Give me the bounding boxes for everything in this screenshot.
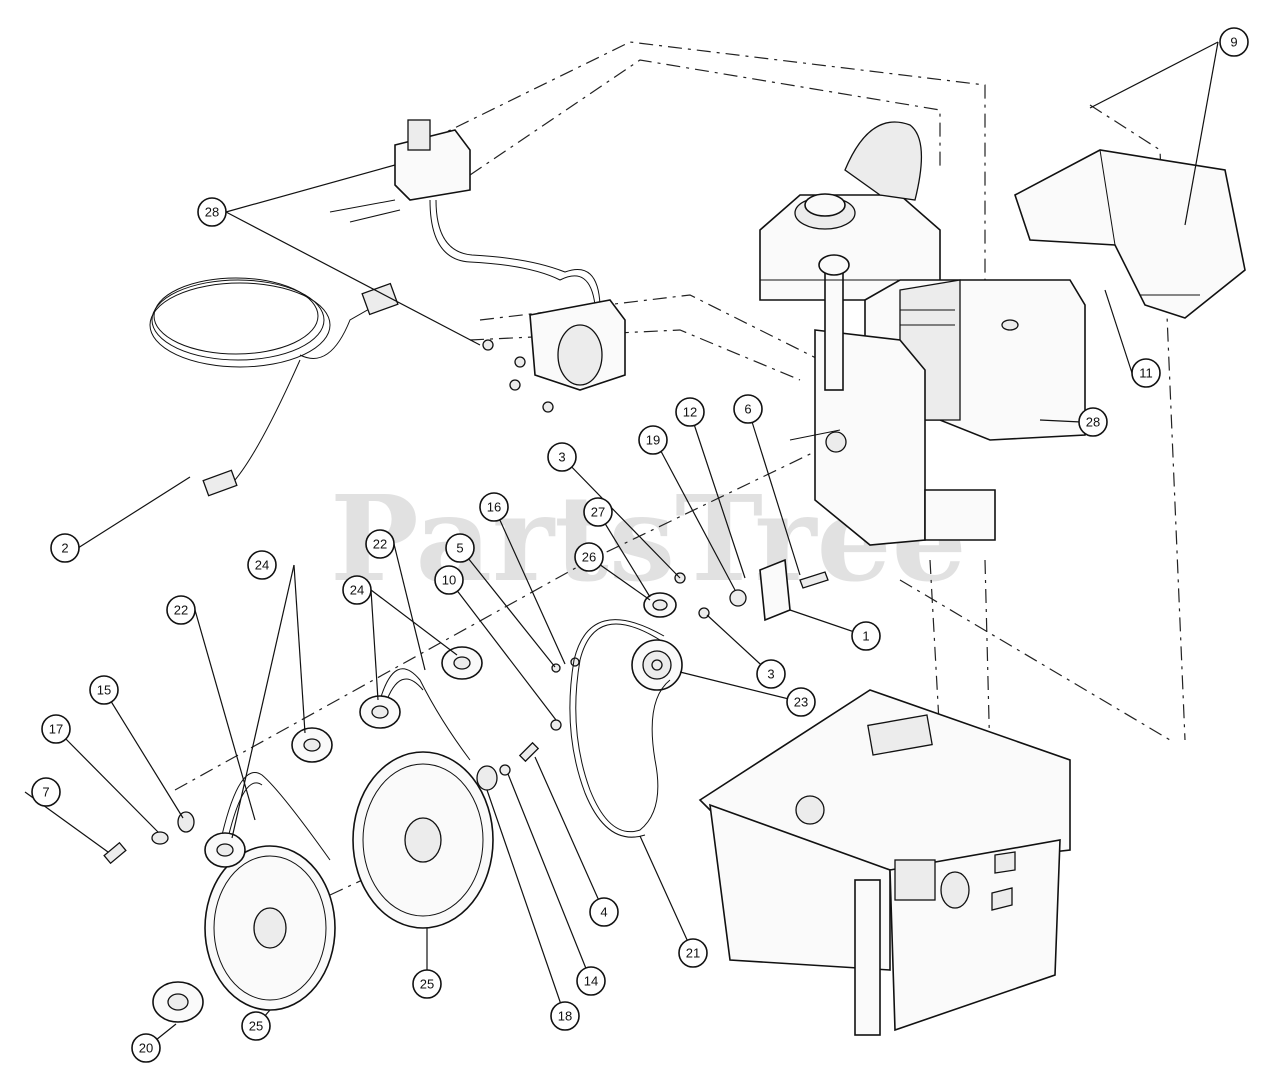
- callout-24: 24: [342, 575, 372, 605]
- callout-9: 9: [1219, 27, 1249, 57]
- callout-3: 3: [756, 659, 786, 689]
- svg-text:21: 21: [686, 946, 700, 961]
- callout-7: 7: [31, 777, 61, 807]
- callout-15: 15: [89, 675, 119, 705]
- idler-bracket: [550, 558, 829, 731]
- starter-motor: [482, 299, 626, 413]
- svg-text:14: 14: [584, 974, 598, 989]
- rear-pulley: [352, 646, 540, 929]
- callout-23: 23: [786, 687, 816, 717]
- callout-6: 6: [733, 394, 763, 424]
- belt-cover: [1014, 149, 1246, 319]
- svg-text:22: 22: [174, 603, 188, 618]
- frame: [698, 689, 1071, 1036]
- callout-4: 4: [589, 897, 619, 927]
- callout-17: 17: [41, 714, 71, 744]
- callout-16: 16: [479, 492, 509, 522]
- callout-27: 27: [583, 497, 613, 527]
- callout-24: 24: [247, 550, 277, 580]
- svg-text:22: 22: [373, 537, 387, 552]
- callout-26: 26: [574, 542, 604, 572]
- callout-3: 3: [547, 442, 577, 472]
- callout-1: 1: [851, 621, 881, 651]
- callout-28: 28: [1078, 407, 1108, 437]
- svg-text:11: 11: [1139, 366, 1153, 381]
- svg-text:28: 28: [205, 205, 219, 220]
- belt-21-edge: [569, 619, 665, 838]
- svg-text:25: 25: [420, 977, 434, 992]
- svg-text:2: 2: [61, 541, 68, 556]
- callout-20: 20: [131, 1033, 161, 1063]
- callout-28: 28: [197, 197, 227, 227]
- callout-18: 18: [550, 1001, 580, 1031]
- callout-14: 14: [576, 966, 606, 996]
- callout-12: 12: [675, 397, 705, 427]
- svg-text:5: 5: [456, 541, 463, 556]
- callout-2: 2: [50, 533, 80, 563]
- callout-5: 5: [445, 533, 475, 563]
- svg-text:18: 18: [558, 1009, 572, 1024]
- engine: [759, 121, 1086, 546]
- svg-text:27: 27: [591, 505, 605, 520]
- svg-text:16: 16: [487, 500, 501, 515]
- callout-25: 25: [412, 969, 442, 999]
- svg-text:24: 24: [255, 558, 269, 573]
- svg-text:12: 12: [683, 405, 697, 420]
- extension-cord: [149, 277, 399, 497]
- svg-text:3: 3: [558, 450, 565, 465]
- svg-text:1: 1: [862, 629, 869, 644]
- svg-text:23: 23: [794, 695, 808, 710]
- callout-19: 19: [638, 425, 668, 455]
- svg-text:4: 4: [600, 905, 607, 920]
- callout-21: 21: [678, 938, 708, 968]
- svg-text:17: 17: [49, 722, 63, 737]
- callout-10: 10: [434, 565, 464, 595]
- callout-25: 25: [241, 1011, 271, 1041]
- svg-text:15: 15: [97, 683, 111, 698]
- svg-text:20: 20: [139, 1041, 153, 1056]
- svg-text:7: 7: [42, 785, 49, 800]
- svg-text:19: 19: [646, 433, 660, 448]
- svg-text:9: 9: [1230, 35, 1237, 50]
- svg-text:3: 3: [767, 667, 774, 682]
- callout-22: 22: [166, 595, 196, 625]
- svg-text:25: 25: [249, 1019, 263, 1034]
- svg-text:24: 24: [350, 583, 364, 598]
- front-pulley: [103, 727, 336, 1023]
- callout-22: 22: [365, 529, 395, 559]
- switch-box: [329, 119, 601, 306]
- svg-text:6: 6: [744, 402, 751, 417]
- svg-text:10: 10: [442, 573, 456, 588]
- svg-text:28: 28: [1086, 415, 1100, 430]
- belt-21: [575, 623, 671, 832]
- svg-text:26: 26: [582, 550, 596, 565]
- callout-11: 11: [1131, 358, 1161, 388]
